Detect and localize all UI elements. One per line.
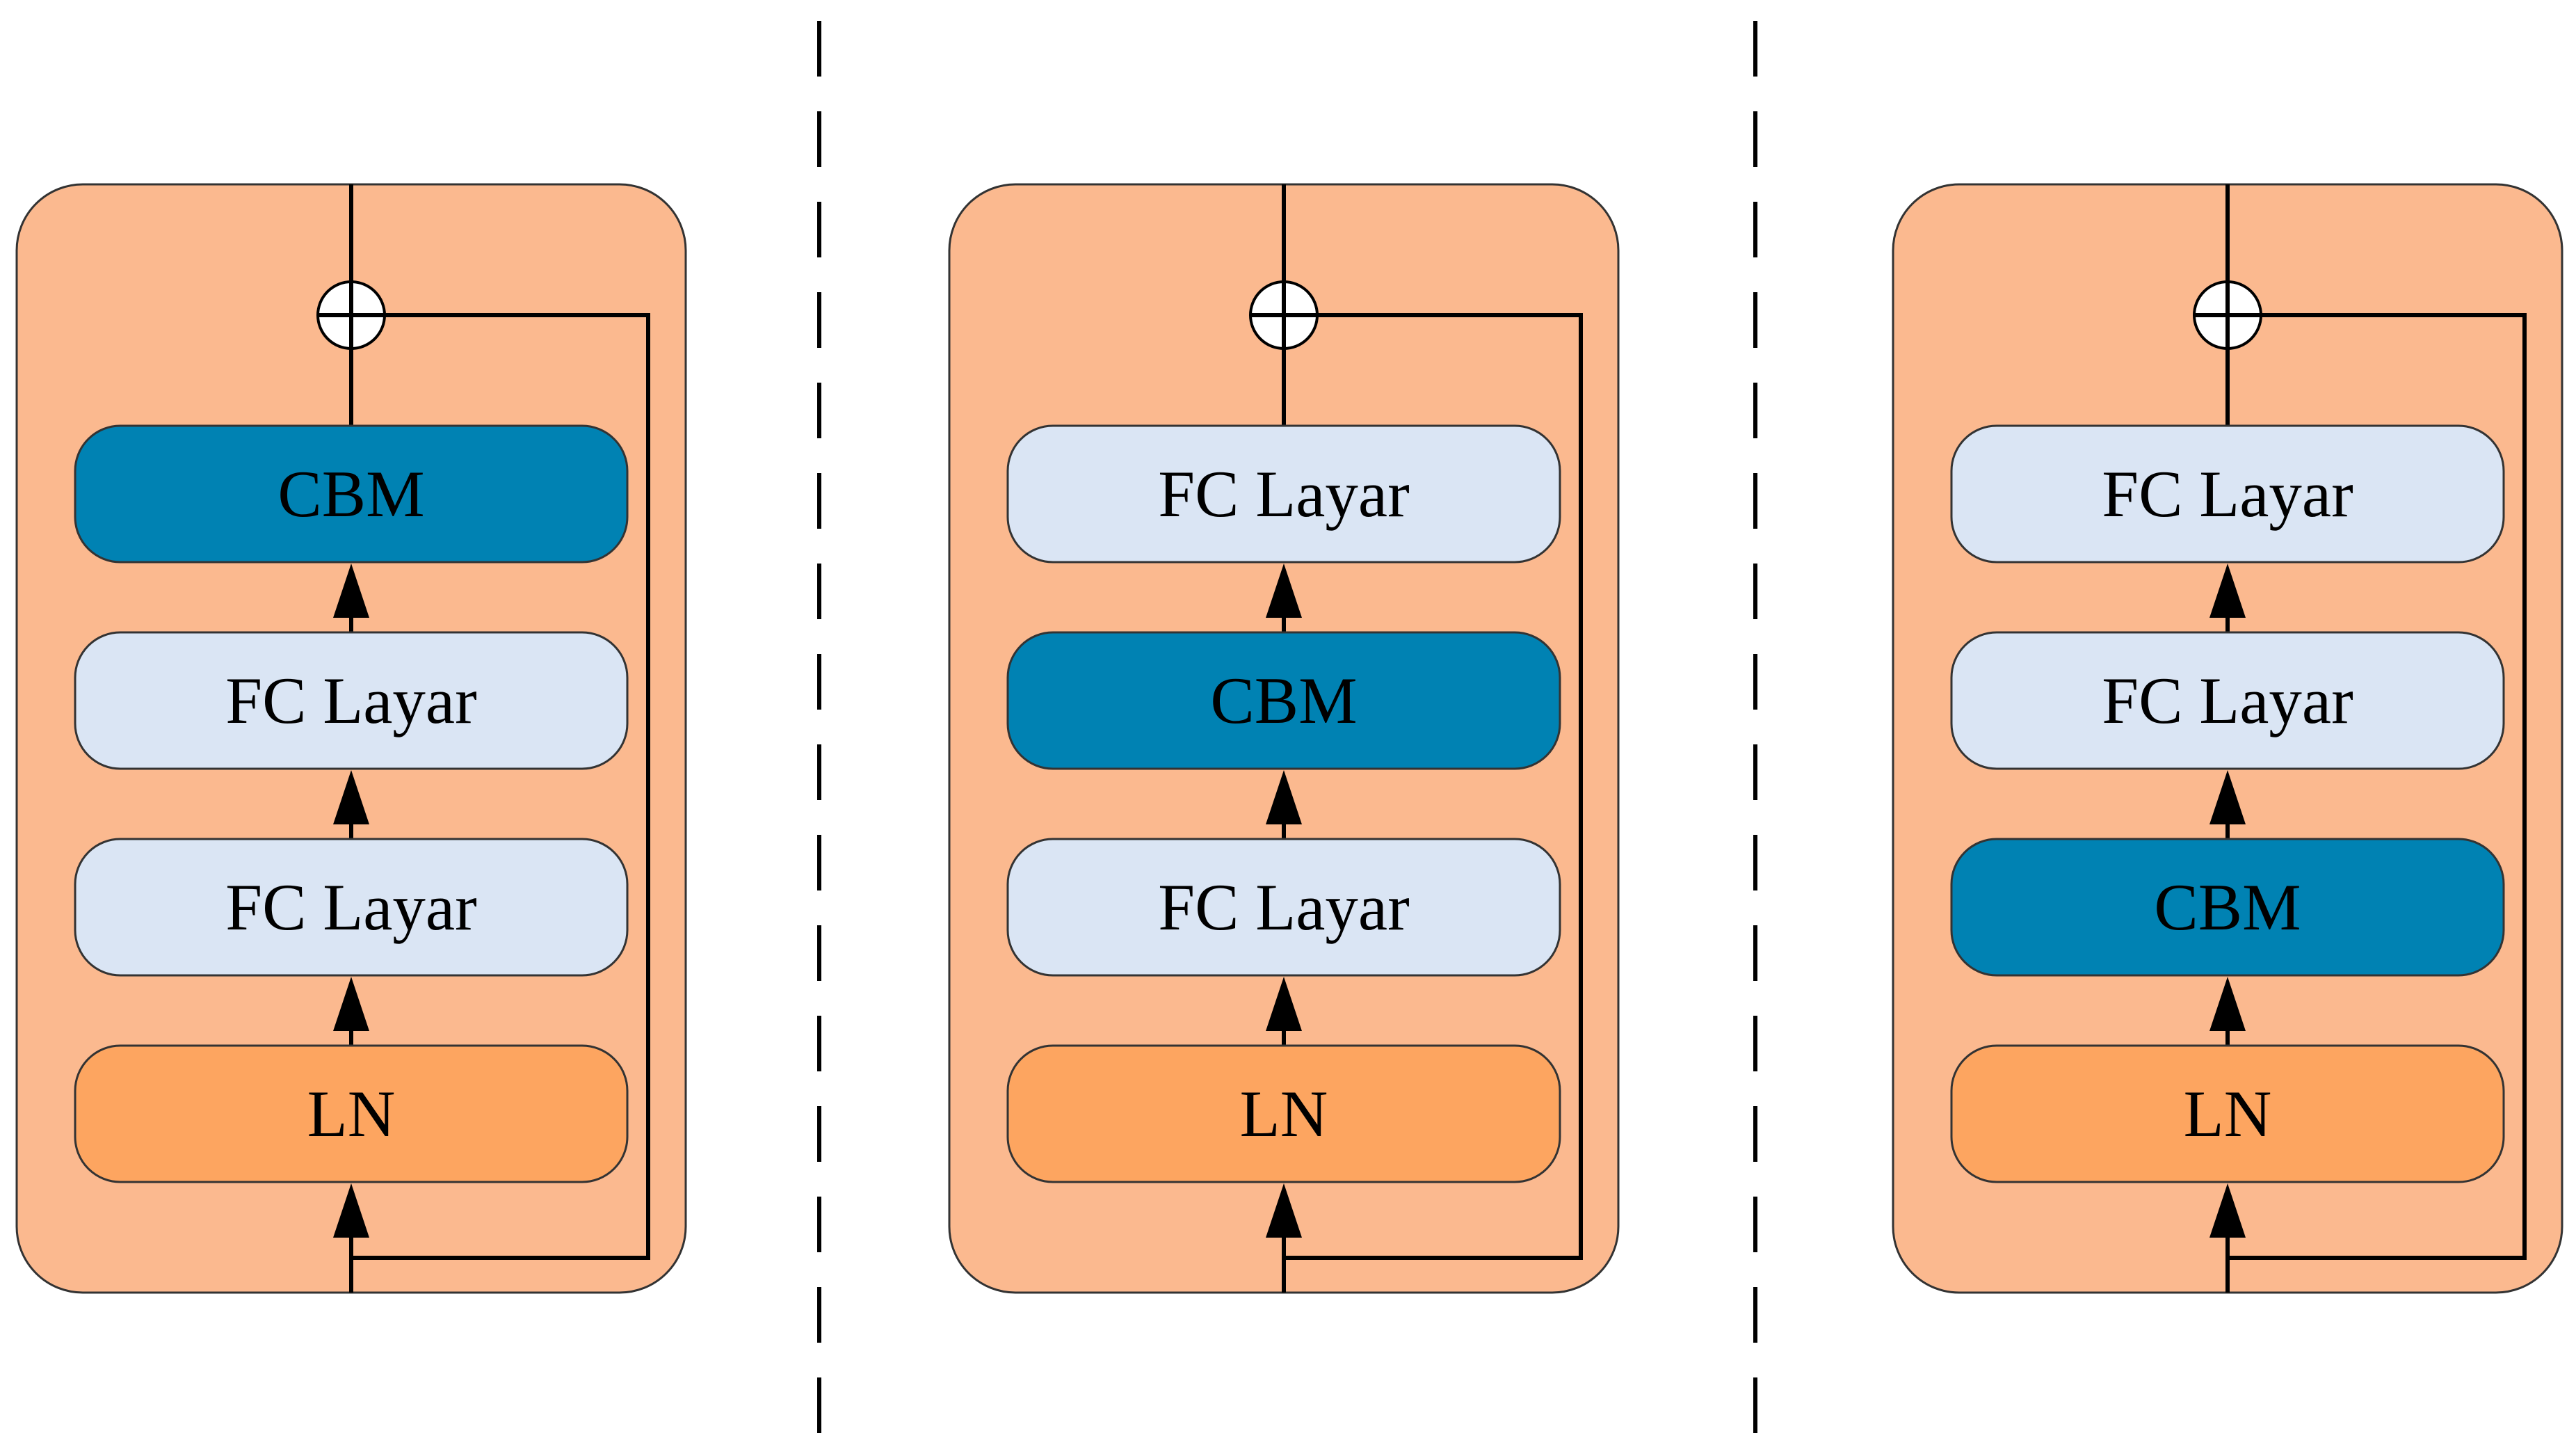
cbm-block: CBM (1006, 631, 1561, 770)
ln-block-label: LN (2184, 1077, 2272, 1151)
arrow-up-icon (2209, 564, 2246, 618)
residual-connection-line (351, 313, 650, 1260)
ln-block-label: LN (307, 1077, 396, 1151)
cbm-block-box (1950, 838, 2505, 977)
fc-block-box (1950, 424, 2505, 564)
fc-block-label: FC Layar (2102, 457, 2353, 531)
residual-connection-line (2228, 313, 2527, 1260)
fc-block-label: FC Layar (225, 664, 476, 737)
arrow-up-icon (2209, 977, 2246, 1031)
circle-plus-icon (1249, 280, 1319, 350)
fc-block: FC Layar (1006, 424, 1561, 564)
cbm-block-label: CBM (2154, 870, 2301, 944)
fc-block: FC Layar (1950, 631, 2505, 770)
cbm-block-label: CBM (277, 457, 424, 531)
circle-plus-icon (316, 280, 386, 350)
arrow-up-icon (2209, 1183, 2246, 1238)
fc-block-label: FC Layar (1158, 870, 1409, 944)
ln-block-label: LN (1240, 1077, 1328, 1151)
arrow-up-icon (1266, 564, 1302, 618)
cbm-block: CBM (74, 424, 629, 564)
cbm-block-box (1006, 631, 1561, 770)
fc-block: FC Layar (74, 838, 629, 977)
ln-block-box (1006, 1044, 1561, 1183)
fc-block: FC Layar (1950, 424, 2505, 564)
arrow-up-icon (333, 1183, 369, 1238)
fc-block-label: FC Layar (2102, 664, 2353, 737)
cbm-block-box (74, 424, 629, 564)
ln-block: LN (1950, 1044, 2505, 1183)
residual-connection-line (1284, 313, 1583, 1260)
fc-block-box (1950, 631, 2505, 770)
cbm-block-label: CBM (1210, 664, 1357, 737)
fc-block-box (74, 631, 629, 770)
arrow-up-icon (1266, 770, 1302, 824)
ln-block: LN (1006, 1044, 1561, 1183)
fc-block-box (1006, 424, 1561, 564)
arrow-up-icon (333, 770, 369, 824)
fc-block-box (74, 838, 629, 977)
arrow-up-icon (1266, 1183, 1302, 1238)
arrow-up-icon (1266, 977, 1302, 1031)
arrow-up-icon (333, 977, 369, 1031)
arrow-up-icon (2209, 770, 2246, 824)
ln-block-box (74, 1044, 629, 1183)
fc-block-label: FC Layar (225, 870, 476, 944)
fc-block-box (1006, 838, 1561, 977)
circle-plus-icon (2193, 280, 2262, 350)
ln-block-box (1950, 1044, 2505, 1183)
fc-block: FC Layar (74, 631, 629, 770)
cbm-block: CBM (1950, 838, 2505, 977)
ln-block: LN (74, 1044, 629, 1183)
fc-block: FC Layar (1006, 838, 1561, 977)
fc-block-label: FC Layar (1158, 457, 1409, 531)
arrow-up-icon (333, 564, 369, 618)
